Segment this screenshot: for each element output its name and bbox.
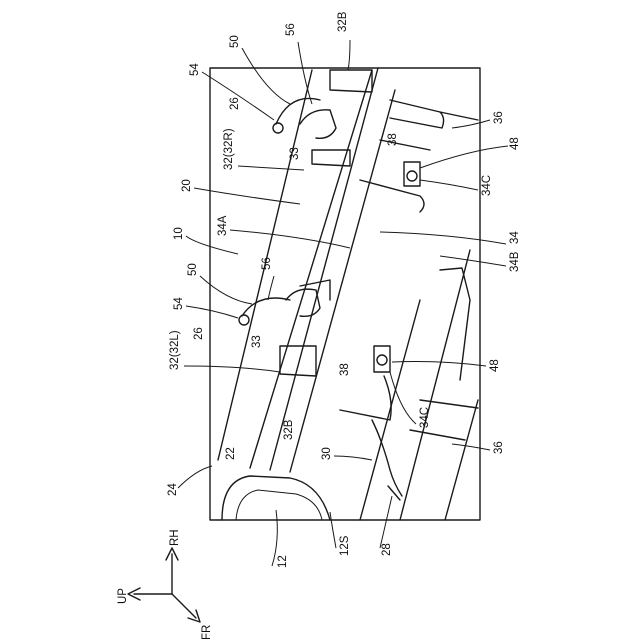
label-56-lower: 56 [261,257,273,270]
label-12: 12 [277,555,289,568]
orientation-axes: RH UP FR [117,529,213,640]
drawing-body [218,68,478,520]
label-34: 34 [509,231,521,244]
label-10: 10 [173,227,185,240]
axis-up-label: UP [117,588,129,604]
label-34c-upper: 34C [481,175,493,196]
frame-border [210,68,480,520]
leader-lines [178,40,508,566]
axis-fr-label: FR [201,625,213,640]
label-30: 30 [321,447,333,460]
label-48-lower: 48 [489,359,501,372]
axis-rh-label: RH [169,529,181,546]
label-33-lower: 33 [251,335,263,348]
label-38-upper: 38 [387,133,399,146]
label-56-upper: 56 [285,23,297,36]
label-34c-lower: 34C [419,407,431,428]
label-26-lower: 26 [193,327,205,340]
label-24: 24 [167,483,179,496]
label-26-upper: 26 [229,97,241,110]
label-12s: 12S [339,535,351,556]
label-34b: 34B [509,251,521,272]
label-28: 28 [381,543,393,556]
label-54-lower: 54 [173,297,185,310]
label-50-lower: 50 [187,263,199,276]
label-36-lower: 36 [493,441,505,454]
label-32b-lower: 32B [283,419,295,440]
label-36-upper: 36 [493,111,505,124]
label-22: 22 [225,447,237,460]
label-32b-upper: 32B [337,11,349,32]
label-34a: 34A [217,215,229,236]
label-54-upper: 54 [189,63,201,76]
label-50-upper: 50 [229,35,241,48]
label-38-lower: 38 [339,363,351,376]
label-32-right: 32(32R) [223,128,235,170]
label-33-upper: 33 [289,147,301,160]
label-20: 20 [181,179,193,192]
label-32-left: 32(32L) [169,330,181,370]
label-48-upper: 48 [509,137,521,150]
